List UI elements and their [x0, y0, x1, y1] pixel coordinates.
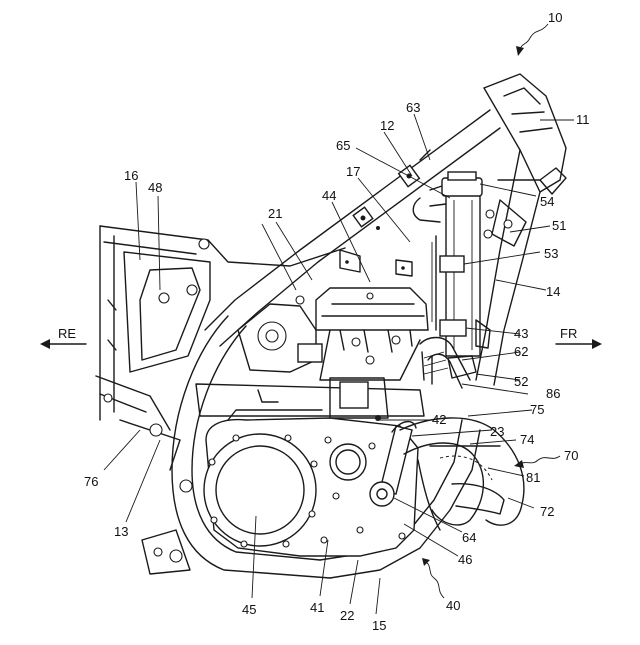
intake-assembly [238, 296, 322, 372]
label-10: 10 [548, 10, 562, 25]
radiator-hoses [420, 338, 476, 389]
direction-front-arrow: FR [556, 326, 602, 349]
label-76: 76 [84, 474, 98, 489]
label-52: 52 [514, 374, 528, 389]
label-74: 74 [520, 432, 534, 447]
label-42: 42 [432, 412, 446, 427]
label-72: 72 [540, 504, 554, 519]
label-81: 81 [526, 470, 540, 485]
clutch-cover [204, 434, 317, 547]
ref-40-arrow [422, 558, 444, 598]
label-53: 53 [544, 246, 558, 261]
pivot-bracket [196, 378, 424, 421]
head-pipe [484, 74, 566, 194]
label-40: 40 [446, 598, 460, 613]
direction-front-label: FR [560, 326, 577, 341]
ref-10-arrow [516, 24, 548, 56]
label-64: 64 [462, 530, 476, 545]
label-23: 23 [490, 424, 504, 439]
label-14: 14 [546, 284, 560, 299]
label-63: 63 [406, 100, 420, 115]
label-75: 75 [530, 402, 544, 417]
label-43: 43 [514, 326, 528, 341]
ref-70-arrow [514, 456, 560, 468]
label-51: 51 [552, 218, 566, 233]
label-15: 15 [372, 618, 386, 633]
label-12: 12 [380, 118, 394, 133]
label-54: 54 [540, 194, 554, 209]
label-16: 16 [124, 168, 138, 183]
label-86: 86 [546, 386, 560, 401]
label-17: 17 [346, 164, 360, 179]
label-45: 45 [242, 602, 256, 617]
label-65: 65 [336, 138, 350, 153]
exhaust-pipe [400, 418, 524, 530]
label-13: 13 [114, 524, 128, 539]
direction-rear-arrow: RE [40, 326, 86, 349]
direction-rear-label: RE [58, 326, 76, 341]
label-11: 11 [576, 112, 590, 127]
label-21: 21 [268, 206, 282, 221]
label-22: 22 [340, 608, 354, 623]
label-44: 44 [322, 188, 336, 203]
label-62: 62 [514, 344, 528, 359]
label-46: 46 [458, 552, 472, 567]
label-41: 41 [310, 600, 324, 615]
label-70: 70 [564, 448, 578, 463]
cylinder-head [316, 288, 428, 380]
label-48: 48 [148, 180, 162, 195]
